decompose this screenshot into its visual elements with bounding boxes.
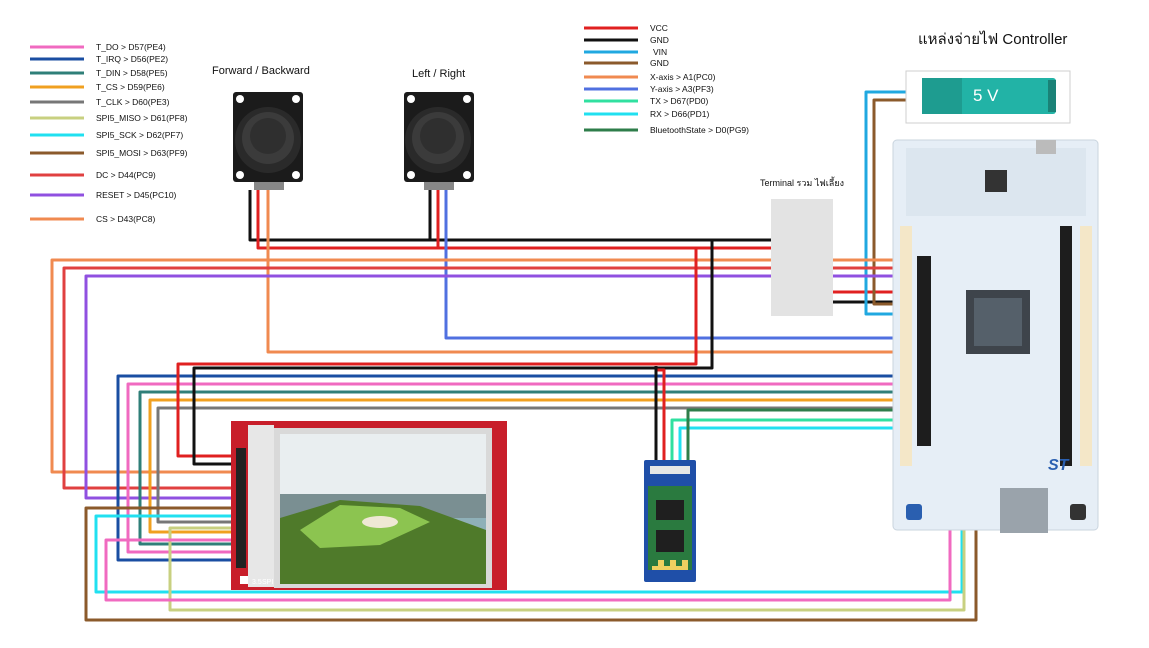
wire-bt-tx (670, 418, 924, 460)
tft-lcd: 3.5 SPI (231, 421, 507, 590)
legend-label: GND (650, 58, 669, 68)
bluetooth-module (644, 460, 696, 582)
wire-t-irq (116, 374, 924, 562)
legend-label: T_CLK > D60(PE3) (96, 97, 170, 107)
legend-label: RX > D66(PD1) (650, 109, 709, 119)
terminal-title: Terminal รวม ไฟเลี้ยง (760, 176, 844, 188)
battery-label: 5 V (973, 86, 999, 105)
legend-label: TX > D67(PD0) (650, 96, 709, 106)
joystick-forward-backward (233, 92, 303, 190)
lcd-side-text-2: SPI (262, 579, 273, 586)
wire-spi-sck (94, 496, 964, 594)
legend-label: VCC (650, 23, 668, 33)
wire-t-cs (148, 398, 924, 534)
legend-label: T_IRQ > D56(PE2) (96, 54, 168, 64)
legend-label: GND (650, 35, 669, 45)
legend-label: CS > D43(PC8) (96, 214, 155, 224)
nucleo-board: ST (892, 139, 1099, 533)
wire-t-clk (156, 406, 924, 524)
wire-spi-mosi (84, 496, 978, 622)
wire-t-din (138, 390, 924, 546)
wire-cs (50, 258, 924, 474)
joystick-left-right (404, 92, 474, 190)
legend-label: DC > D44(PC9) (96, 170, 156, 180)
joystick-lr-title: Left / Right (412, 68, 465, 80)
legend-label: SPI5_MOSI > D63(PF9) (96, 148, 188, 158)
wire-bt-vcc (656, 368, 666, 460)
wire-lcd-vcc (176, 248, 698, 458)
wire-vcc (256, 190, 818, 250)
wire-x-axis (266, 190, 924, 354)
legend-label: RESET > D45(PC10) (96, 190, 177, 200)
legend-label: VIN (653, 47, 667, 57)
legend-label: T_DO > D57(PE4) (96, 42, 166, 52)
wire-reset (84, 274, 924, 500)
wire-gnd (248, 190, 818, 242)
legend-label: Y-axis > A3(PF3) (650, 84, 714, 94)
joystick-fb-title: Forward / Backward (212, 65, 310, 77)
power-title: แหล่งจ่ายไฟ Controller (918, 30, 1067, 48)
legend-label: T_CS > D59(PE6) (96, 82, 165, 92)
battery-5v: 5 V (905, 70, 1071, 124)
legend-label: T_DIN > D58(PE5) (96, 68, 168, 78)
wire-y-axis (444, 190, 924, 340)
legend-label: SPI5_MISO > D61(PF8) (96, 113, 188, 123)
wire-t-do (126, 382, 924, 554)
wire-lcd-gnd (192, 240, 714, 466)
legend-label: X-axis > A1(PC0) (650, 72, 716, 82)
left-legend: T_DO > D57(PE4) T_IRQ > D56(PE2) T_DIN >… (30, 42, 188, 224)
board-logo: ST (1048, 457, 1070, 474)
legend-label: SPI5_SCK > D62(PF7) (96, 130, 183, 140)
wire-bt-rx (678, 426, 924, 460)
wire-t-do-bottom (104, 520, 952, 602)
terminal-block (771, 199, 833, 316)
right-legend: VCC GND VIN GND X-axis > A1(PC0) Y-axis … (584, 23, 749, 135)
legend-label: BluetoothState > D0(PG9) (650, 125, 749, 135)
lcd-side-text: 3.5 (252, 579, 262, 586)
